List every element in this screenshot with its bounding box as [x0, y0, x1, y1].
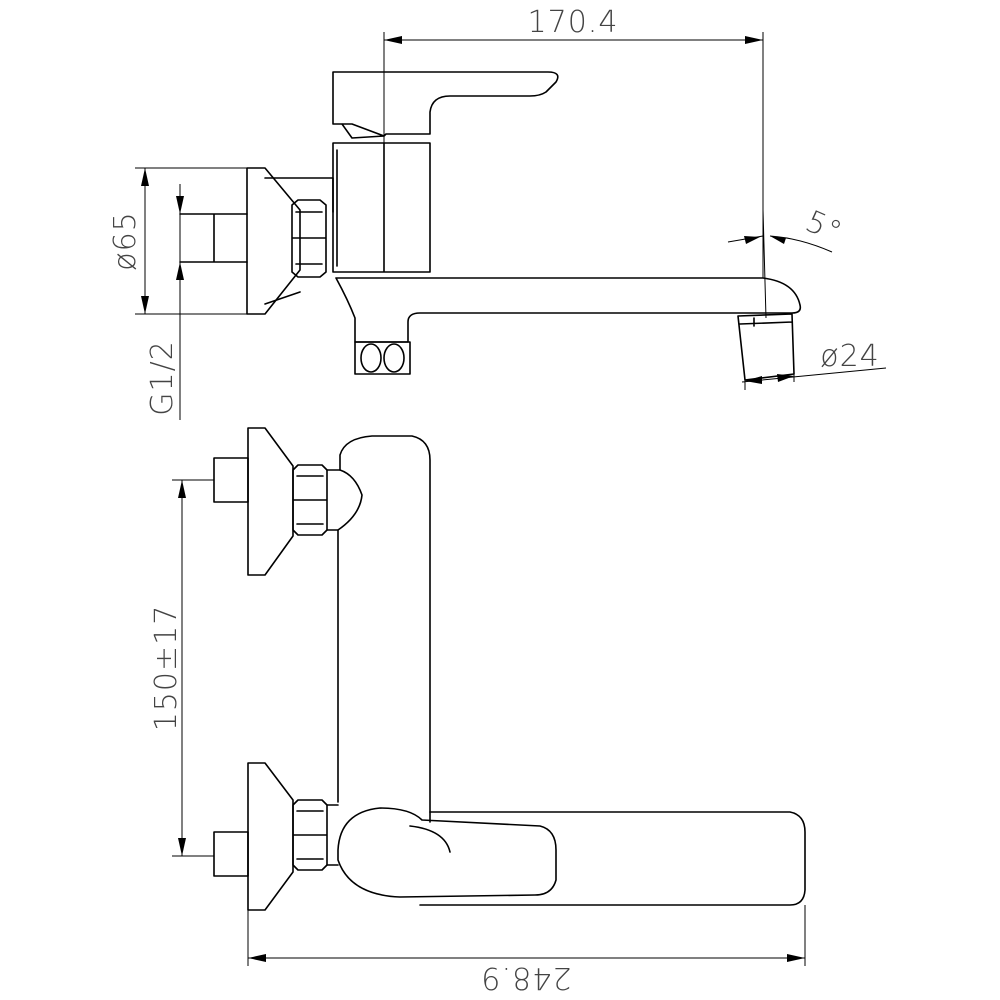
top-upper-hex-nut [292, 464, 328, 536]
dim-170-arrow-left [384, 36, 402, 44]
dim-150-arrow-top [178, 480, 186, 498]
side-view [179, 71, 802, 381]
dim-150-line [172, 479, 214, 857]
top-upper-connector [326, 469, 363, 531]
side-diverter-ring-left [360, 343, 382, 373]
dim-g12-arrow-top [176, 196, 184, 214]
dim-inlet-spacing-label: 150±17 [149, 605, 184, 732]
dim-65-line [135, 167, 247, 315]
top-lower-flange [247, 762, 294, 911]
top-lower-stub [213, 831, 249, 877]
dim-170-line [383, 32, 764, 278]
side-body [332, 142, 431, 273]
dim-angle-label: 5° [800, 204, 847, 251]
dim-thread-label: G1/2 [145, 340, 180, 416]
side-lever-handle [332, 71, 559, 139]
dimensions: 170.4 ø65 G1/2 5° ø24 150±17 248.9 [108, 5, 887, 995]
top-lower-hex-nut [292, 799, 328, 871]
dim-65-arrow-bottom [141, 296, 149, 314]
top-upper-stub [213, 457, 249, 503]
top-upper-flange [247, 427, 294, 576]
side-thread-stub [179, 213, 248, 263]
dim-24-line [741, 367, 887, 390]
side-spout [335, 277, 802, 343]
dim-aerator-diameter-label: ø24 [820, 339, 880, 374]
dim-24-arrow-left [745, 376, 762, 384]
side-diverter [354, 341, 411, 375]
side-connector [264, 177, 334, 305]
top-body-column [337, 435, 431, 813]
top-lower-connector [326, 804, 339, 866]
dim-150-arrow-bottom [178, 838, 186, 856]
dim-flange-diameter-label: ø65 [108, 211, 143, 271]
dim-24-arrow-right [777, 374, 794, 382]
top-lever [337, 807, 557, 898]
side-hex-nut [291, 199, 327, 278]
top-view [213, 427, 806, 911]
dim-170-arrow-right [745, 36, 763, 44]
side-diverter-ring-right [383, 343, 405, 373]
dim-65-arrow-top [141, 168, 149, 186]
dim-overall-length-label: 248.9 [481, 960, 572, 995]
dim-248-arrow-right [787, 954, 805, 962]
dim-angle-arrow-right [770, 236, 786, 244]
dim-248-line [247, 905, 806, 966]
dim-248-arrow-left [248, 954, 266, 962]
side-aerator [737, 313, 795, 381]
dim-g12-arrow-bottom [176, 262, 184, 280]
dim-angle-arrow-left [744, 236, 760, 244]
dim-spout-reach-label: 170.4 [528, 5, 619, 40]
top-spout [419, 811, 806, 906]
